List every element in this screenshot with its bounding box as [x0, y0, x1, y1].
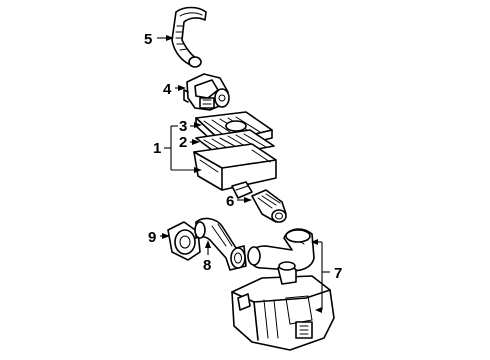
- intake-duct-connector: [251, 189, 287, 223]
- callout-6: 6: [226, 193, 234, 210]
- callout-4: 4: [163, 81, 172, 98]
- callout-7: 7: [334, 265, 342, 282]
- callout-5: 5: [144, 31, 152, 48]
- mass-air-flow-meter: [183, 73, 230, 111]
- callout-labels: 5 4 3 2 1 6 9 8 7: [144, 31, 342, 282]
- intake-grommet: [167, 221, 201, 261]
- air-intake-hose: [171, 6, 207, 68]
- air-cleaner-assembly: [193, 143, 277, 199]
- resonator-assembly: [231, 228, 335, 351]
- callout-leaders: [157, 35, 330, 313]
- callout-3: 3: [179, 118, 187, 135]
- intake-pipe: [194, 217, 247, 271]
- callout-2: 2: [179, 134, 187, 151]
- callout-1: 1: [153, 140, 161, 157]
- callout-9: 9: [148, 229, 156, 246]
- callout-8: 8: [203, 257, 211, 274]
